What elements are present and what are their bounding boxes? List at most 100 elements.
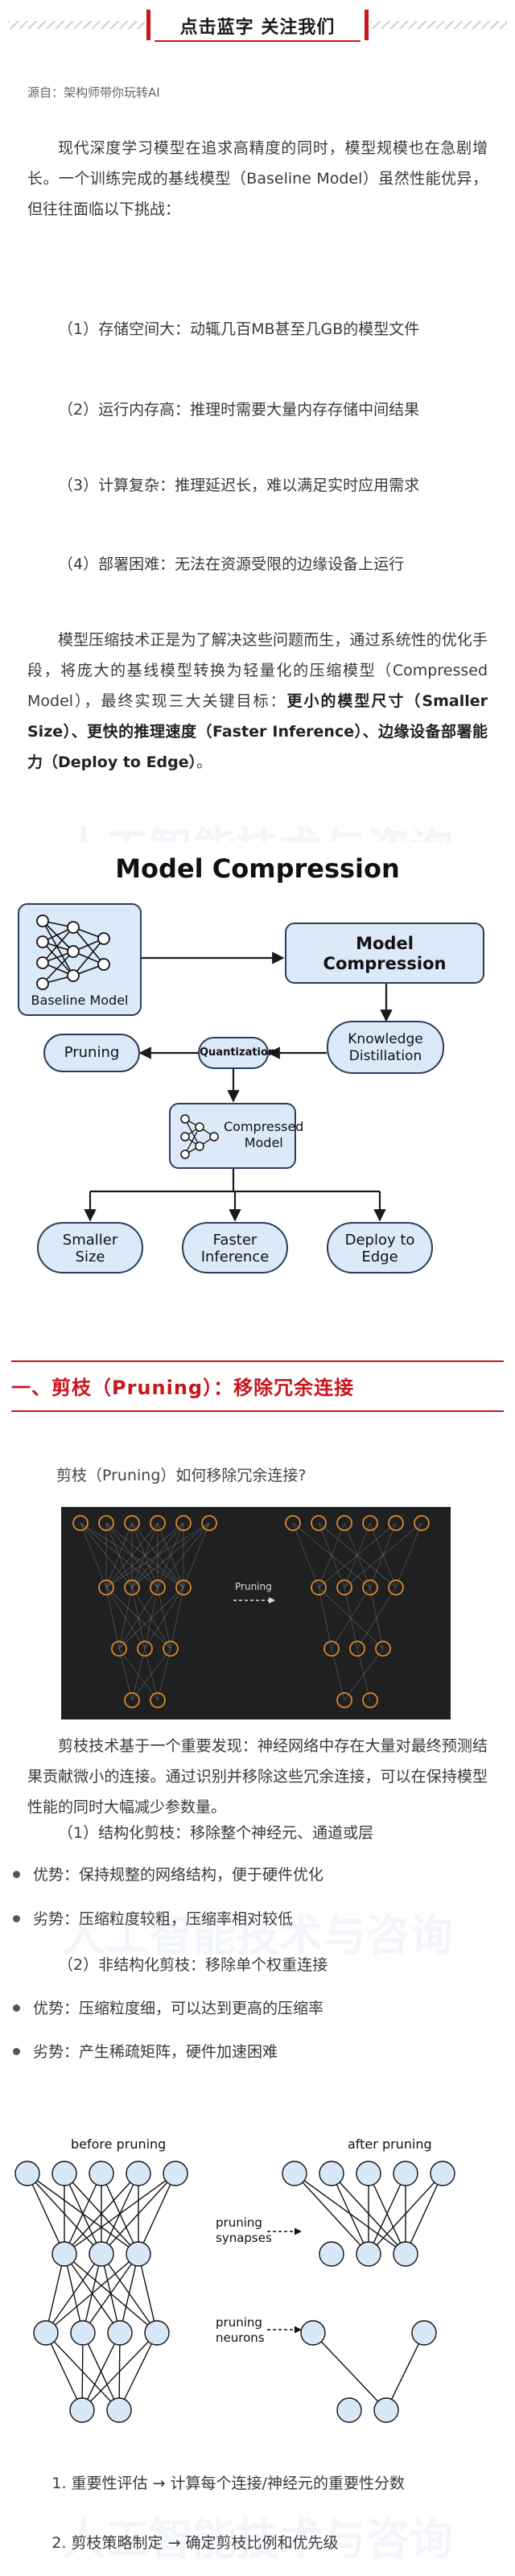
network-edge: [318, 1522, 345, 1588]
diagram-connectors: [84, 952, 393, 1222]
network-edge: [183, 1522, 210, 1588]
network-node: [124, 1692, 140, 1708]
synapse-arrow: [64, 2173, 176, 2255]
network-edge: [356, 1587, 397, 1649]
after-pruning-label: after pruning: [348, 2136, 432, 2152]
quantization-pill: Quantization: [198, 1037, 275, 1069]
banner-underline: [154, 40, 360, 42]
network-edge: [118, 1587, 133, 1649]
banner-box: 点击蓝字 关注我们: [146, 6, 369, 42]
compressed-net-icon: [180, 1114, 219, 1159]
banner-bar-right: [365, 10, 369, 40]
before-after-network-svg: [14, 2161, 455, 2423]
synapse-arrow: [45, 2253, 102, 2334]
synapse-arrow: [27, 2173, 65, 2255]
network-node: [150, 1515, 166, 1531]
neuron-node: [89, 2241, 114, 2267]
decor-left: [8, 21, 145, 29]
network-node: [124, 1515, 140, 1531]
challenge-2: （2）运行内存高：推理时需要大量内存存储中间结果: [58, 401, 420, 419]
banner-title[interactable]: 点击蓝字 关注我们: [179, 18, 336, 38]
synapse-arrow: [385, 2332, 425, 2411]
network-edge: [344, 1522, 422, 1588]
synapse-arrow: [138, 2173, 176, 2255]
step-2: 2. 剪枝策略制定 → 确定剪枝比例和优先级: [52, 2534, 339, 2552]
network-edge: [118, 1587, 184, 1649]
network-node: [111, 1641, 127, 1657]
neural-net-icon: [36, 914, 110, 990]
challenge-1: （1）存储空间大：动辄几百MB甚至几GB的模型文件: [58, 320, 420, 338]
network-edge: [292, 1522, 319, 1588]
synapse-arrow: [64, 2173, 102, 2255]
network-node: [388, 1515, 404, 1531]
smaller-size-pill: Smaller Size: [37, 1222, 143, 1274]
network-edge: [105, 1522, 133, 1588]
synapse-arrow: [368, 2173, 443, 2255]
section-heading-pruning: 一、剪枝（Pruning）：移除冗余连接: [0, 1360, 515, 1412]
neuron-node: [356, 2161, 381, 2186]
network-edge: [131, 1648, 146, 1701]
network-node: [150, 1579, 166, 1596]
unstructured-cons: 劣势：产生稀疏矩阵，硬件加速困难: [13, 2037, 496, 2067]
synapse-arrow: [405, 2173, 443, 2255]
neuron-node: [107, 2320, 133, 2346]
network-node: [336, 1579, 352, 1596]
neuron-node: [89, 2161, 114, 2186]
synapse-arrow: [138, 2253, 159, 2334]
synapse-arrow: [118, 2332, 158, 2411]
network-edge: [105, 1522, 159, 1588]
network-node: [311, 1579, 327, 1596]
neuron-node: [411, 2320, 437, 2346]
intro-paragraph: 现代深度学习模型在追求高精度的同时，模型规模也在急剧增长。一个训练完成的基线模型…: [27, 139, 488, 218]
banner-bar-left: [146, 10, 150, 40]
before-pruning-label: before pruning: [71, 2136, 167, 2152]
pruning-neurons-label: pruning neurons: [216, 2315, 265, 2345]
network-edge: [105, 1587, 120, 1649]
network-node: [98, 1515, 114, 1531]
unstructured-pros: 优势：压缩粒度细，可以达到更高的压缩率: [13, 1993, 496, 2024]
follow-banner[interactable]: 点击蓝字 关注我们: [0, 0, 515, 50]
network-node: [323, 1641, 340, 1657]
neuron-node: [282, 2161, 307, 2186]
network-edge: [131, 1522, 210, 1588]
structured-pros: 优势：保持规整的网络结构，便于硬件优化: [13, 1860, 496, 1890]
synapse-arrow: [81, 2332, 121, 2411]
neuron-node: [52, 2161, 77, 2186]
synapse-arrow: [82, 2253, 139, 2334]
compressed-model-box: Compressed Model: [169, 1103, 303, 1169]
before-after-pruning-figure: before pruning after pruning pruning syn…: [11, 2133, 504, 2454]
structured-pruning: （1）结构化剪枝：移除整个神经元、通道或层: [58, 1824, 374, 1842]
network-edge: [131, 1648, 171, 1701]
goal-paragraph: 模型压缩技术正是为了解决这些问题而生，通过系统性的优化手段，将庞大的基线模型转换…: [27, 625, 488, 778]
neuron-node: [106, 2397, 132, 2423]
neuron-node: [356, 2241, 381, 2267]
network-node: [388, 1579, 404, 1596]
challenge-3: （3）计算复杂：推理延迟长，难以满足实时应用需求: [58, 477, 420, 494]
network-node: [362, 1515, 378, 1531]
neuron-node: [69, 2397, 95, 2423]
network-edge: [157, 1522, 210, 1588]
step-1: 1. 重要性评估 → 计算每个连接/神经元的重要性分数: [52, 2475, 405, 2492]
section-rule-top: [11, 1360, 504, 1362]
goal-end: 。: [196, 753, 212, 771]
unstructured-pros-text: 优势：压缩粒度细，可以达到更高的压缩率: [33, 2000, 324, 2017]
network-edge: [105, 1522, 184, 1588]
synapse-arrow: [117, 2253, 139, 2334]
structured-cons: 劣势：压缩粒度较粗，压缩率相对较低: [13, 1904, 496, 1934]
neuron-node: [163, 2161, 188, 2186]
synapse-arrow: [312, 2332, 387, 2411]
neuron-node: [126, 2161, 151, 2186]
network-node: [163, 1641, 179, 1657]
goal-text: 模型压缩技术正是为了解决这些问题而生，通过系统性的优化手段，将庞大的基线模型转换…: [27, 631, 488, 710]
network-edge: [318, 1587, 332, 1649]
synapse-arrow: [294, 2173, 369, 2255]
network-node: [124, 1579, 140, 1596]
section-rule-bottom: [11, 1410, 504, 1412]
network-edge: [331, 1587, 371, 1649]
decor-right: [370, 21, 507, 29]
neuron-node: [33, 2320, 59, 2346]
unstructured-pruning: （2）非结构化剪枝：移除单个权重连接: [58, 1956, 328, 1974]
knowledge-distillation-pill: Knowledge Distillation: [327, 1021, 444, 1074]
goal-bold-text: 更小的模型尺寸（Smaller Size）、更快的推理速度（Faster Inf…: [27, 692, 488, 771]
neuron-node: [319, 2241, 344, 2267]
